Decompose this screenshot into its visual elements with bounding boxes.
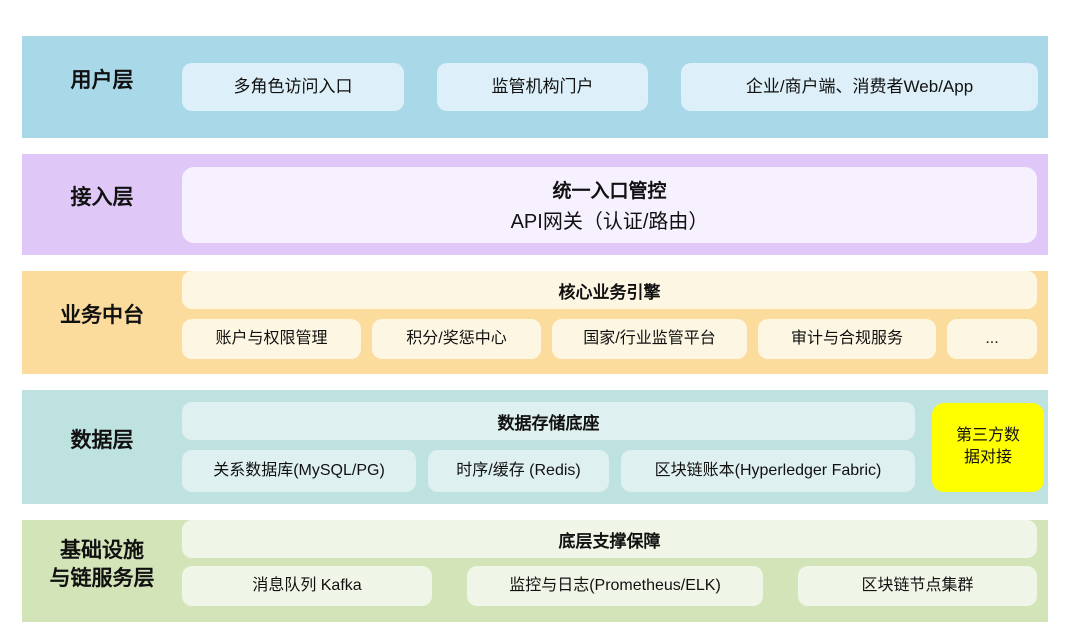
business-title-core-engine: 核心业务引擎 [182,271,1037,309]
infra-item-blockchain-nodes: 区块链节点集群 [798,566,1037,606]
layer-data: 数据层 数据存储底座 关系数据库(MySQL/PG) 时序/缓存 (Redis)… [22,390,1048,504]
business-item-account-permission: 账户与权限管理 [182,319,361,359]
business-item-audit-compliance: 审计与合规服务 [758,319,936,359]
data-item-timeseries-cache: 时序/缓存 (Redis) [428,450,609,492]
data-item-blockchain-ledger: 区块链账本(Hyperledger Fabric) [621,450,915,492]
infra-items-row: 消息队列 Kafka 监控与日志(Prometheus/ELK) 区块链节点集群 [182,566,1037,622]
user-item-multi-role-entry: 多角色访问入口 [182,63,404,111]
data-main-column: 数据存储底座 关系数据库(MySQL/PG) 时序/缓存 (Redis) 区块链… [182,402,915,492]
user-item-enterprise-consumer-app: 企业/商户端、消费者Web/App [681,63,1038,111]
layer-infra-label: 基础设施 与链服务层 [49,538,155,590]
layer-user: 用户层 多角色访问入口 监管机构门户 企业/商户端、消费者Web/App [22,36,1048,138]
gateway-subtitle: API网关（认证/路由） [510,210,709,233]
gateway-title: 统一入口管控 [552,180,667,202]
data-items-row: 关系数据库(MySQL/PG) 时序/缓存 (Redis) 区块链账本(Hype… [182,450,915,492]
api-gateway-box: 统一入口管控 API网关（认证/路由） [182,166,1037,243]
data-title-storage-base: 数据存储底座 [182,402,915,440]
layer-business: 业务中台 核心业务引擎 账户与权限管理 积分/奖惩中心 国家/行业监管平台 审计… [22,271,1048,374]
business-item-national-regulation: 国家/行业监管平台 [552,319,747,359]
infra-item-message-queue: 消息队列 Kafka [182,566,432,606]
layer-access: 接入层 统一入口管控 API网关（认证/路由） [22,154,1048,255]
business-item-more: ... [947,319,1037,359]
layer-business-content: 核心业务引擎 账户与权限管理 积分/奖惩中心 国家/行业监管平台 审计与合规服务… [182,271,1037,374]
layer-infra: 基础设施 与链服务层 底层支撑保障 消息队列 Kafka 监控与日志(Prome… [22,520,1048,622]
business-items-row: 账户与权限管理 积分/奖惩中心 国家/行业监管平台 审计与合规服务 ... [182,319,1037,374]
user-item-regulator-portal: 监管机构门户 [437,63,648,111]
layer-access-label: 接入层 [70,186,134,210]
business-item-points-reward: 积分/奖惩中心 [372,319,541,359]
layer-infra-content: 底层支撑保障 消息队列 Kafka 监控与日志(Prometheus/ELK) … [182,520,1037,622]
third-party-data-box: 第三方数 据对接 [932,402,1044,492]
layer-business-label: 业务中台 [60,304,144,328]
layer-access-content: 统一入口管控 API网关（认证/路由） [182,154,1037,255]
infra-item-monitoring-logging: 监控与日志(Prometheus/ELK) [467,566,763,606]
layer-data-label: 数据层 [70,428,134,452]
layer-user-label: 用户层 [70,68,134,92]
layer-user-content: 多角色访问入口 监管机构门户 企业/商户端、消费者Web/App [182,36,1038,138]
infra-title-support: 底层支撑保障 [182,520,1037,558]
layer-data-content: 数据存储底座 关系数据库(MySQL/PG) 时序/缓存 (Redis) 区块链… [182,390,1044,504]
data-item-relational-db: 关系数据库(MySQL/PG) [182,450,416,492]
